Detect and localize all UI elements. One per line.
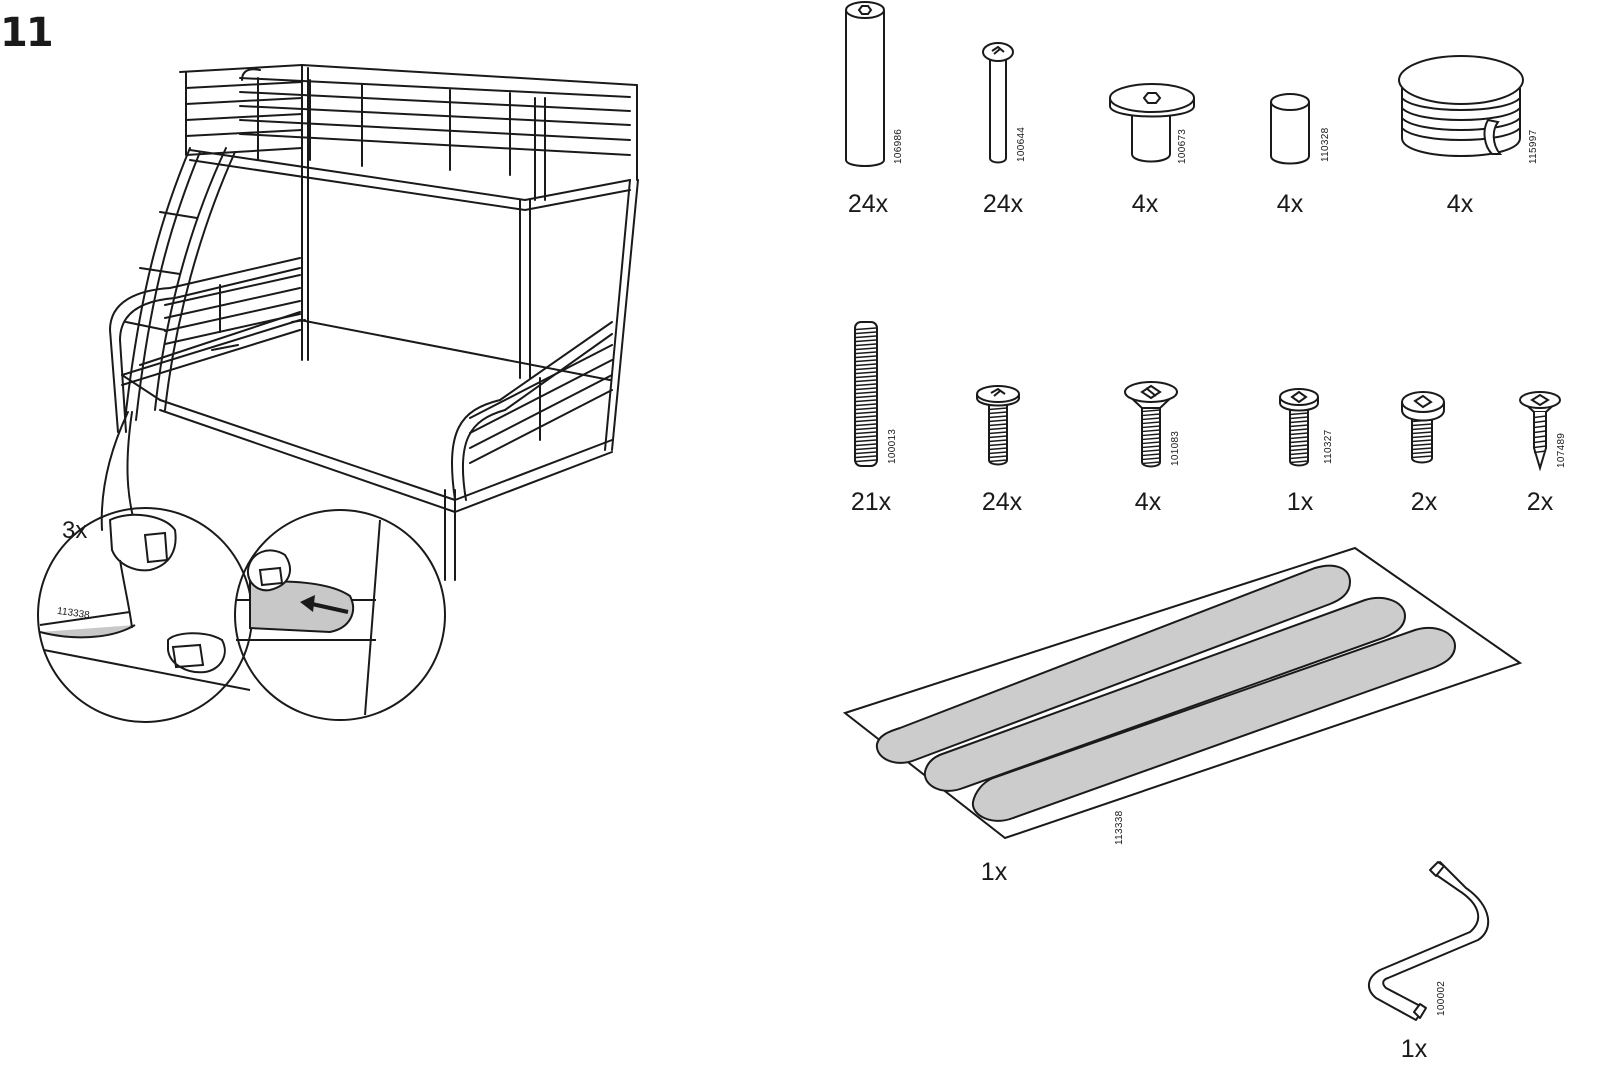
- part-code: 115997: [1528, 129, 1539, 164]
- part-quantity: 4x: [1276, 190, 1304, 218]
- part-quantity: 1x: [980, 858, 1008, 886]
- screw-icon: [1279, 388, 1319, 467]
- part-quantity: 2x: [1410, 488, 1438, 516]
- pan-head-screw-icon: [976, 385, 1020, 466]
- part-quantity: 4x: [1446, 190, 1474, 218]
- bunk-bed-illustration: [37, 64, 639, 723]
- callout-quantity: 3x: [62, 517, 88, 544]
- part-code: 110328: [1320, 127, 1331, 162]
- detail-circle-peel: [37, 507, 253, 723]
- part-quantity: 2x: [1526, 488, 1554, 516]
- part-quantity: 24x: [982, 190, 1024, 218]
- step-number: 11: [0, 10, 54, 56]
- part-code: 113338: [1114, 810, 1125, 845]
- pin-bolt-icon: [982, 42, 1014, 164]
- arrow-icon: [311, 602, 349, 614]
- anti-slip-strip-sheet-icon: [842, 546, 1523, 840]
- part-code: 100673: [1177, 128, 1188, 164]
- part-quantity: 21x: [850, 488, 892, 516]
- wood-screw-icon: [1519, 391, 1561, 472]
- detail-circle-apply: [234, 509, 446, 721]
- part-code: 110327: [1323, 429, 1334, 464]
- part-quantity: 24x: [981, 488, 1023, 516]
- allen-key-icon: [1368, 861, 1490, 1021]
- threaded-rod-icon: [854, 321, 878, 467]
- part-code: 106986: [893, 128, 904, 164]
- dowel-icon: [845, 1, 885, 167]
- part-code: 100002: [1436, 980, 1447, 1016]
- part-code: 100013: [887, 428, 898, 464]
- flat-head-screw-icon: [1124, 381, 1178, 468]
- part-quantity: 1x: [1400, 1035, 1428, 1063]
- part-quantity: 4x: [1134, 488, 1162, 516]
- part-code: 107489: [1556, 432, 1567, 468]
- part-quantity: 1x: [1286, 488, 1314, 516]
- part-code: 100644: [1016, 126, 1027, 162]
- part-code: 101083: [1170, 430, 1181, 466]
- round-head-screw-icon: [1401, 391, 1445, 464]
- part-quantity: 4x: [1131, 190, 1159, 218]
- spacer-icon: [1270, 93, 1310, 165]
- barrel-nut-icon: [1109, 83, 1195, 163]
- end-cap-icon: [1398, 55, 1524, 157]
- part-quantity: 24x: [847, 190, 889, 218]
